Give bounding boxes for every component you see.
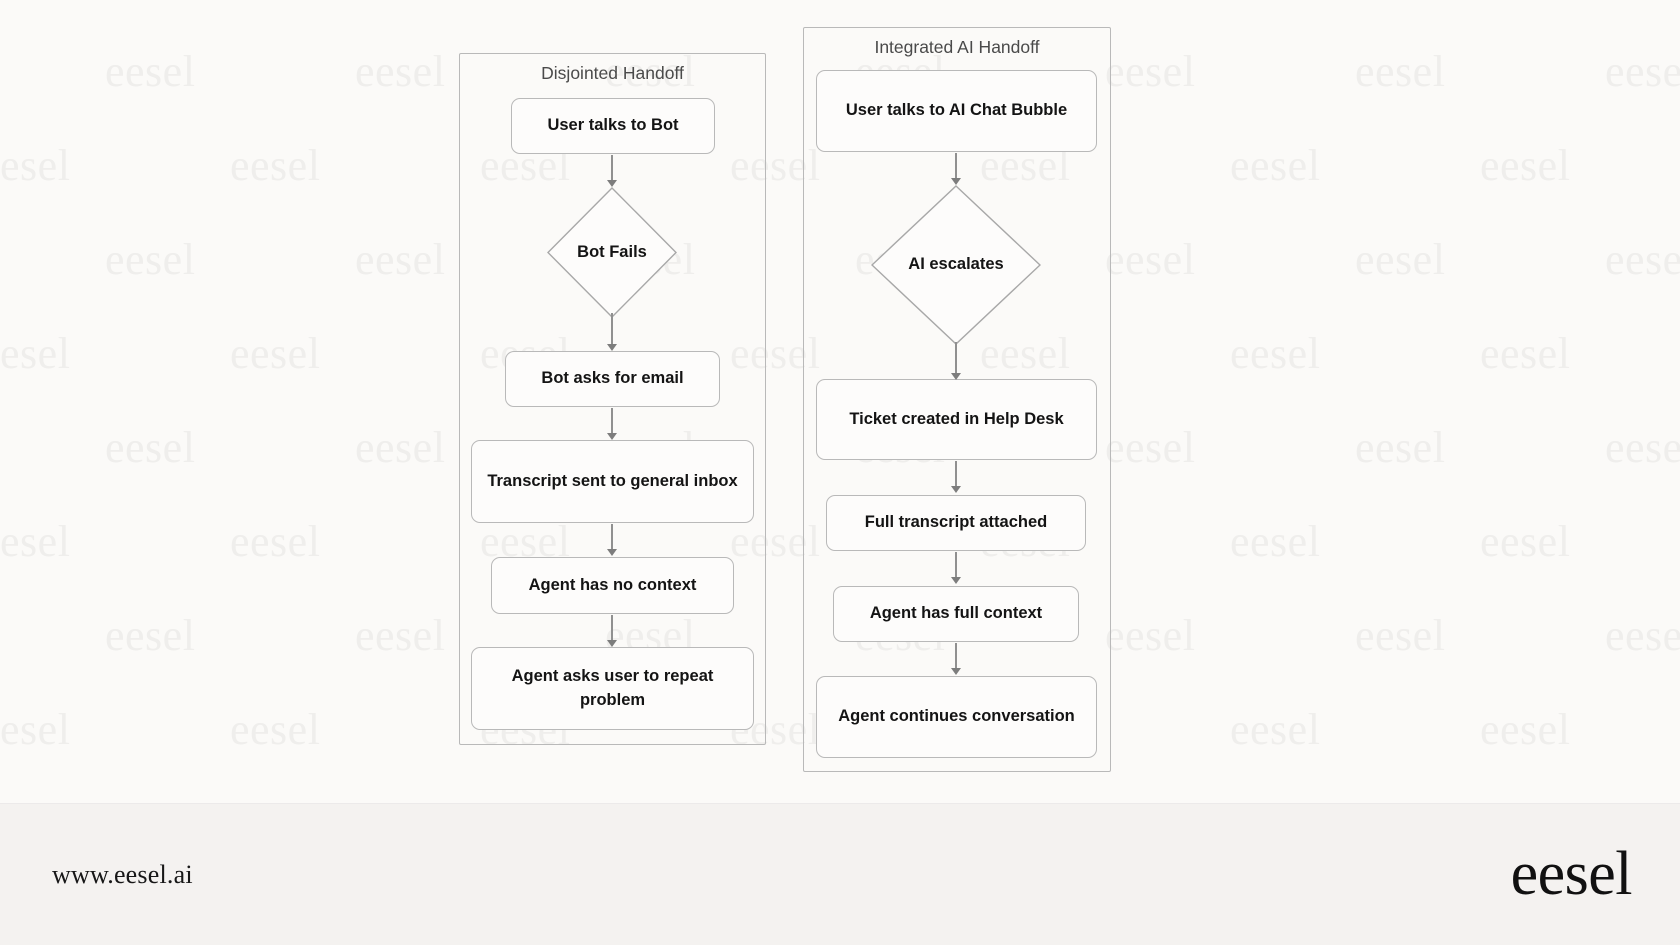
edge-r5-to-r6 [950,643,962,675]
node-user-talks-to-ai-chat-bubble[interactable]: User talks to AI Chat Bubble [816,70,1097,152]
node-label-transcript-sent: Transcript sent to general inbox [487,471,738,490]
node-agent-asks-user-to-repeat-problem[interactable]: Agent asks user to repeat problem [471,647,754,730]
node-label-ai-escalates: AI escalates [908,255,1004,274]
node-label-agent-continues: Agent continues conversation [838,707,1075,726]
footer-website-url[interactable]: www.eesel.ai [52,859,193,889]
edge-l5-to-l6 [606,615,618,647]
edge-l2-to-l3 [606,313,618,351]
node-bot-fails[interactable]: Bot Fails [547,187,677,318]
edge-r2-to-r3 [950,342,962,380]
edge-l4-to-l5 [606,524,618,556]
node-agent-continues-conversation[interactable]: Agent continues conversation [816,676,1097,758]
node-label-ticket-created: Ticket created in Help Desk [849,409,1064,428]
node-agent-has-full-context[interactable]: Agent has full context [833,586,1079,642]
footer-bar: www.eesel.ai eesel [0,803,1680,945]
node-ticket-created-in-help-desk[interactable]: Ticket created in Help Desk [816,379,1097,460]
edge-l3-to-l4 [606,408,618,440]
node-transcript-sent-to-general-inbox[interactable]: Transcript sent to general inbox [471,440,754,523]
panel-title-disjointed-handoff: Disjointed Handoff [541,63,684,83]
node-label-bot-fails: Bot Fails [577,242,647,261]
node-full-transcript-attached[interactable]: Full transcript attached [826,495,1086,551]
eesel-logo: eesel [1510,839,1633,908]
flowchart-canvas: Disjointed Handoff User talks to Bot Bot… [459,27,1111,772]
edge-l1-to-l2 [606,155,618,187]
node-agent-has-no-context[interactable]: Agent has no context [491,557,734,614]
edge-r4-to-r5 [950,552,962,584]
node-label-agent-asks-user: Agent asks user to repeat problem [511,667,714,709]
node-ai-escalates[interactable]: AI escalates [871,185,1041,345]
node-bot-asks-for-email[interactable]: Bot asks for email [505,351,720,407]
node-user-talks-to-bot[interactable]: User talks to Bot [511,98,715,154]
node-label-user-talks-ai: User talks to AI Chat Bubble [845,101,1068,120]
edge-r3-to-r4 [950,461,962,493]
panel-disjointed-handoff: Disjointed Handoff [459,53,766,745]
panel-integrated-ai-handoff: Integrated AI Handoff [803,27,1111,772]
edge-r1-to-r2 [950,153,962,185]
panel-title-integrated-ai-handoff: Integrated AI Handoff [874,37,1040,57]
